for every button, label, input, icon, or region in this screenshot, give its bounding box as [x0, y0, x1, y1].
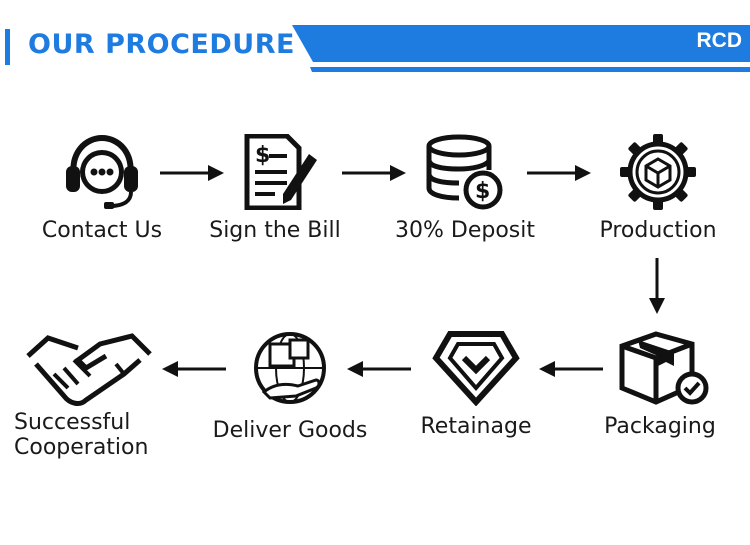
header-accent-bar [5, 29, 10, 65]
step-label: Production [599, 218, 717, 243]
diamond-check-icon [432, 331, 520, 406]
svg-text:$: $ [475, 179, 490, 204]
step-deposit: $ 30% Deposit [380, 134, 550, 243]
arrow-left-2 [347, 361, 411, 377]
page-title: OUR PROCEDURE [28, 29, 295, 60]
gear-box-icon [620, 134, 696, 210]
svg-text:$: $ [255, 143, 270, 168]
arrow-left-1 [539, 361, 603, 377]
document-sign-icon: $ [244, 134, 317, 210]
brand-label: RCD [696, 29, 743, 52]
step-label: Packaging [604, 414, 716, 439]
headset-chat-icon [66, 134, 138, 209]
step-retainage: Retainage [391, 330, 561, 439]
step-label-line-2: Cooperation [14, 435, 149, 460]
coins-dollar-icon: $ [426, 134, 503, 210]
step-label: Successful Cooperation [14, 410, 174, 460]
globe-delivery-icon [254, 332, 326, 404]
package-check-icon [619, 331, 709, 405]
step-production: Production [573, 134, 743, 243]
arrow-down [649, 258, 665, 314]
step-deliver-goods: Deliver Goods [205, 330, 375, 443]
step-contact-us: Contact Us [17, 134, 187, 243]
arrow-right-2 [342, 165, 406, 181]
step-label: 30% Deposit [395, 218, 535, 243]
arrow-right-1 [160, 165, 224, 181]
step-label: Retainage [420, 414, 532, 439]
step-packaging: Packaging [575, 330, 745, 439]
header-band [292, 25, 750, 72]
arrow-left-3 [162, 361, 226, 377]
arrow-right-3 [527, 165, 591, 181]
step-label: Sign the Bill [209, 218, 341, 243]
step-successful-cooperation: Successful Cooperation [14, 330, 174, 460]
step-sign-the-bill: $ Sign the Bill [190, 134, 360, 243]
step-label-line-1: Successful [14, 410, 131, 435]
step-label: Deliver Goods [212, 418, 368, 443]
step-label: Contact Us [41, 218, 163, 243]
handshake-icon [26, 333, 152, 406]
